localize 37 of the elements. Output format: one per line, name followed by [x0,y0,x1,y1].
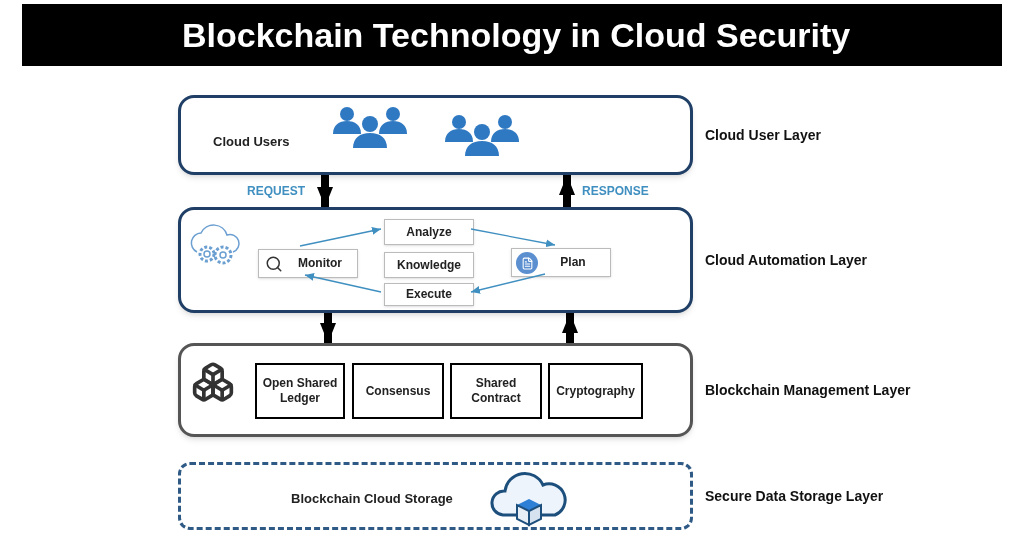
step-label: Open Shared Ledger [261,376,339,406]
step-label: Consensus [365,383,431,399]
component-box [548,363,643,419]
component-box [450,363,542,419]
process-box [384,283,474,306]
layer-name: Blockchain Management Layer [705,381,911,400]
process-box [384,252,474,278]
step-label: Plan [560,255,586,270]
arrow [317,175,333,207]
step-label: Knowledge [397,257,461,273]
arrow [562,313,578,343]
arrow [470,273,546,294]
layer-panel [178,95,693,175]
component-box [352,363,444,419]
layer-label: Cloud Users [213,134,290,149]
step-label: Monitor [298,256,342,271]
layer-panel [178,462,693,530]
component-box [255,363,345,419]
step-label: Analyze [406,224,452,240]
arrow [304,273,382,293]
layer-name: Secure Data Storage Layer [705,487,884,506]
arrow [320,313,336,343]
title-bar: Blockchain Technology in Cloud Security [22,4,1002,66]
process-box [258,249,358,278]
arrow [559,175,575,207]
step-label: Cryptography [556,383,635,399]
layer-label: Blockchain Cloud Storage [291,491,453,506]
step-label: Execute [406,287,452,302]
layer-panel [178,343,693,437]
step-label: Shared Contract [470,376,522,406]
process-box [384,219,474,245]
layer-panel [178,207,693,313]
arrow [299,226,382,247]
arrow [470,228,556,248]
layer-name: Cloud Automation Layer [705,251,868,270]
layer-name: Cloud User Layer [705,126,821,145]
process-box [511,248,611,277]
